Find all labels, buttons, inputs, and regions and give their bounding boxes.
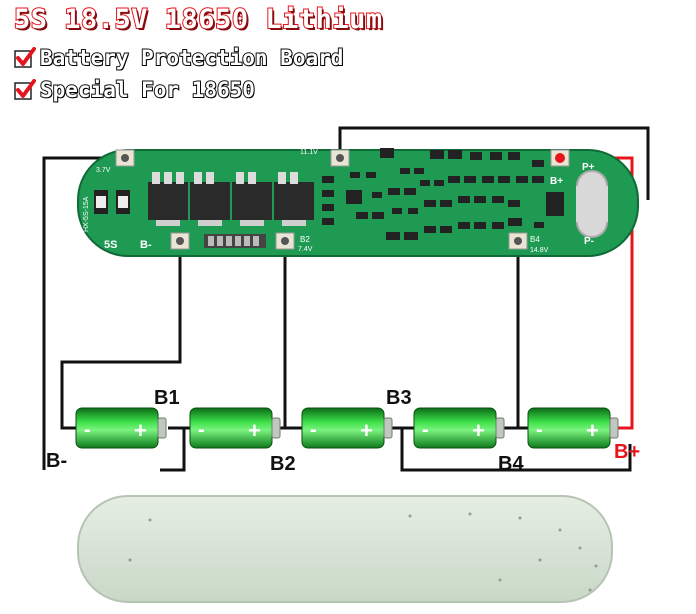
mosfet-group <box>148 172 314 226</box>
cell-minus-sign: - <box>84 419 91 441</box>
checkmark-icon <box>14 79 36 101</box>
silk-b2-voltage: 7.4V <box>298 246 313 253</box>
label-b4: B4 <box>498 453 524 475</box>
cell-minus-sign: - <box>536 419 543 441</box>
cell-plus-sign: + <box>586 418 599 443</box>
label-b2: B2 <box>270 453 296 475</box>
battery-cell-4: - + <box>413 407 505 449</box>
label-b-plus: B+ <box>614 441 640 463</box>
silk-b4-voltage: 14.8V <box>530 247 549 254</box>
silk-b-plus: B+ <box>550 176 563 187</box>
battery-cell-1: - + <box>75 407 167 449</box>
cell-minus-sign: - <box>198 419 205 441</box>
silk-5s: 5S <box>104 239 117 251</box>
silk-p-plus: P+ <box>582 162 595 173</box>
label-b-minus: B- <box>46 450 67 472</box>
label-b3: B3 <box>386 387 412 409</box>
feature-text-2: Special For 18650 <box>39 77 256 103</box>
battery-cell-3: - + <box>301 407 393 449</box>
battery-cells: - + - + - + - + <box>75 407 619 449</box>
silk-b2: B2 <box>300 235 310 244</box>
cell-minus-sign: - <box>310 419 317 441</box>
cell-plus-sign: + <box>134 418 147 443</box>
product-title: 5S 18.5V 18650 Lithium <box>13 3 383 36</box>
label-b1: B1 <box>154 387 180 409</box>
silk-b3-voltage: 11.1V <box>300 149 318 156</box>
cell-minus-sign: - <box>422 419 429 441</box>
battery-cell-5: - + <box>527 407 619 449</box>
solder-pads <box>115 149 608 250</box>
feature-line-2: Special For 18650 <box>14 77 256 103</box>
checkmark-icon <box>14 47 36 69</box>
silk-model: HX-5S-15A <box>83 196 90 232</box>
smd-components <box>322 148 564 240</box>
battery-cell-2: - + <box>189 407 281 449</box>
cell-plus-sign: + <box>472 418 485 443</box>
silk-b1-voltage: 3.7V <box>96 167 111 174</box>
feature-text-1: Battery Protection Board <box>39 45 344 71</box>
cell-plus-sign: + <box>248 418 261 443</box>
protection-board: 5S B- 3.7V B2 7.4V 11.1V B4 14.8V B+ P+ … <box>77 148 639 257</box>
feature-line-1: Battery Protection Board <box>14 45 344 71</box>
silk-b-minus: B- <box>140 239 152 251</box>
silk-p-minus: P- <box>584 236 594 247</box>
silk-b4: B4 <box>530 235 540 244</box>
board-back-side <box>77 495 613 603</box>
black-wires <box>42 126 650 472</box>
cell-plus-sign: + <box>360 418 373 443</box>
